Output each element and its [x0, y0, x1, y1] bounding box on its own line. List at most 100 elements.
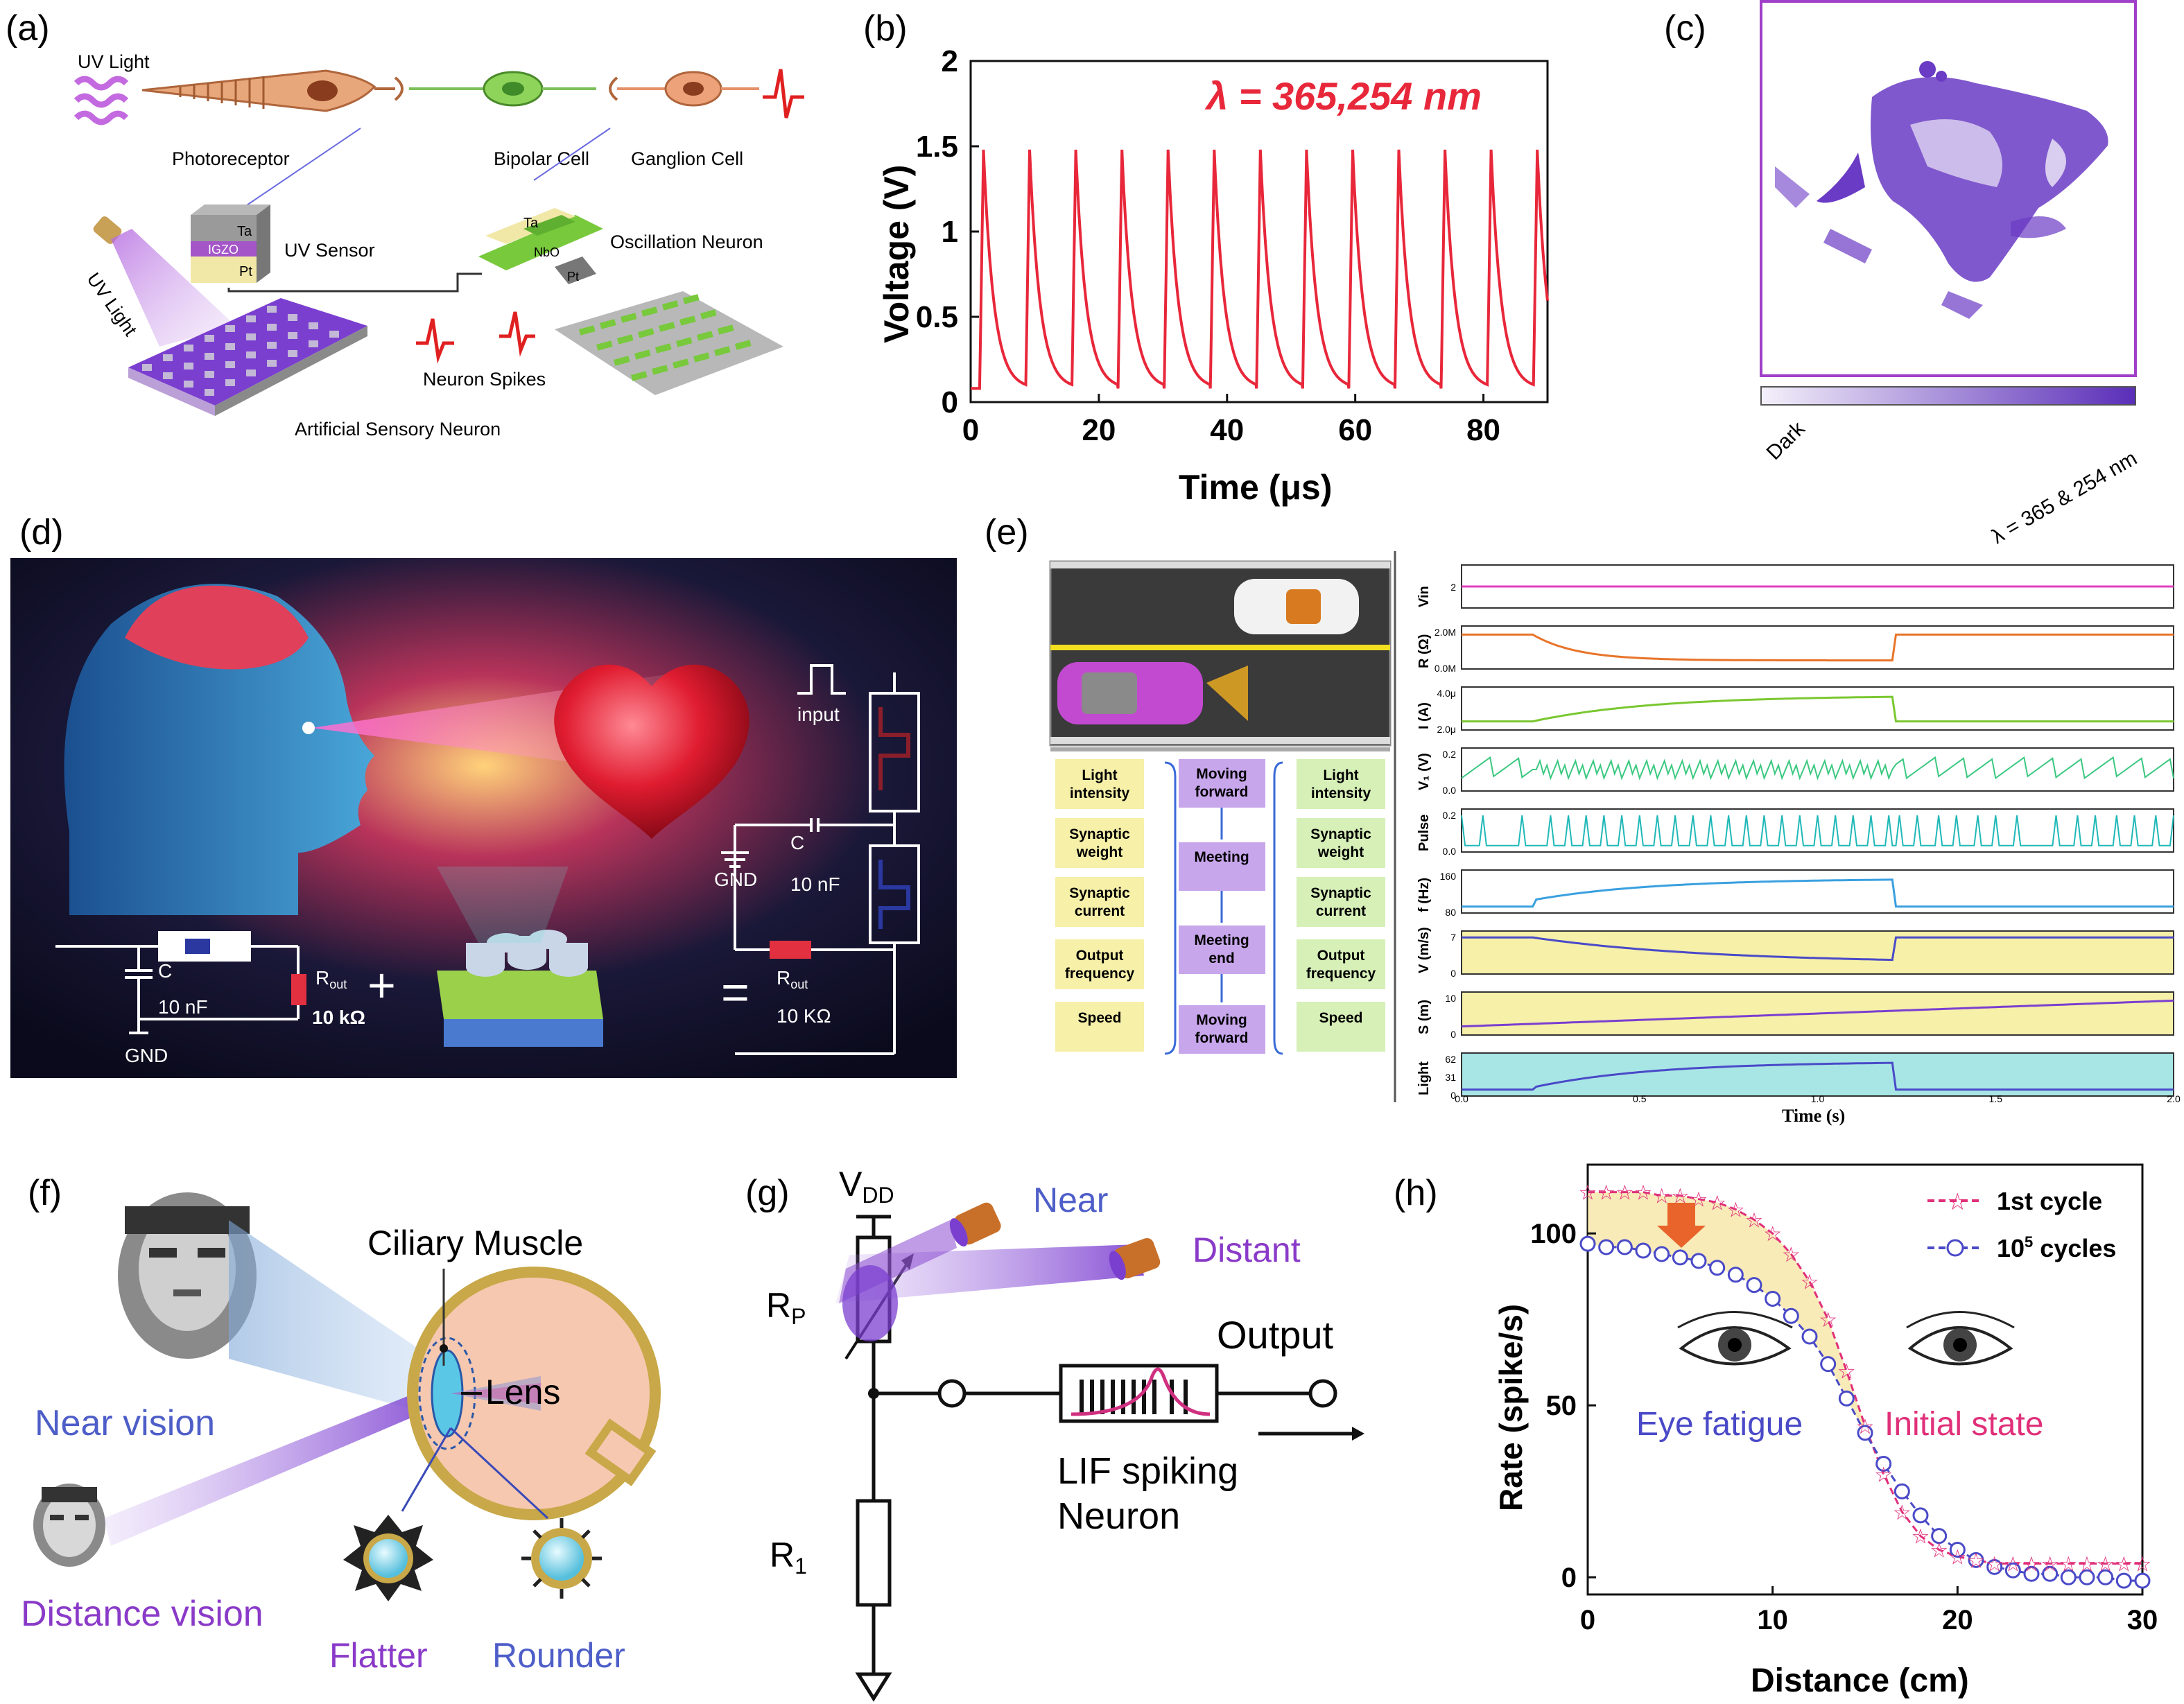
sensor-pixel — [225, 325, 235, 332]
point-10-5-cycles — [2079, 1569, 2095, 1585]
flow-mid-text: Meeting — [1194, 932, 1249, 948]
point-10-5-cycles — [2060, 1569, 2077, 1585]
neuron-array-devices — [579, 294, 752, 381]
point-1st-cycle: ☆ — [1874, 1463, 1893, 1486]
point-10-5-cycles — [1986, 1558, 2003, 1575]
row-trace — [1461, 999, 2174, 1028]
panel-a: (a) UV Light Photoreceptor Bipolar Cell … — [6, 8, 804, 440]
lens-label: Lens — [485, 1373, 560, 1411]
neuron-device — [637, 328, 655, 338]
point-1st-cycle: ☆ — [2059, 1553, 2078, 1576]
flow-right-text: Synaptic — [1310, 826, 1371, 842]
sensor-pixel — [288, 350, 297, 357]
flow-left-text: Speed — [1077, 1010, 1121, 1026]
neuron-device — [679, 315, 696, 326]
flow-brace — [1164, 761, 1177, 1055]
point-1st-cycle: ☆ — [1948, 1546, 1967, 1569]
point-10-5-cycles — [1912, 1507, 1929, 1524]
sensor-pixel — [163, 354, 173, 361]
point-10-5-cycles — [2097, 1569, 2114, 1585]
point-1st-cycle: ☆ — [1597, 1182, 1615, 1205]
normal-eye-icon — [1906, 1311, 2015, 1366]
plus-sign: + — [367, 958, 396, 1012]
point-1st-cycle: ☆ — [2115, 1553, 2133, 1576]
point-10-5-cycles — [1654, 1246, 1670, 1262]
neuron-device — [700, 309, 717, 320]
neuron-device — [579, 325, 596, 336]
point-1st-cycle: ☆ — [2004, 1553, 2022, 1576]
output-node-right — [1308, 1379, 1337, 1408]
point-10-5-cycles — [1579, 1235, 1596, 1252]
near-vision-beam — [229, 1220, 444, 1414]
nanostructure — [466, 930, 588, 977]
material-device — [437, 971, 603, 1019]
row-tick: 7 — [1450, 932, 1456, 943]
eye-fatigue-label: Eye fatigue — [1636, 1406, 1803, 1443]
uv-sensor-label: UV Sensor — [284, 240, 375, 261]
point-1st-cycle: ☆ — [2133, 1553, 2152, 1576]
neuron-spike-icon — [416, 318, 454, 364]
panel-c-tag: (c) — [1664, 8, 1706, 49]
row-tick: 0 — [1450, 1090, 1456, 1101]
row-trace — [1462, 695, 2174, 723]
sensor-pixel — [205, 371, 214, 378]
sensor-pixel — [246, 333, 256, 340]
point-10-5-cycles — [1765, 1290, 1781, 1307]
row-label: Pulse — [1416, 815, 1432, 851]
row-label: V₁ (V) — [1416, 753, 1432, 790]
y-tick-label: 0.5 — [916, 300, 958, 334]
y-tick-label: 50 — [1546, 1391, 1577, 1421]
plot-h-frame — [1586, 1163, 2144, 1596]
legend-10-5-cycles: 105 cycles — [1997, 1233, 2116, 1262]
panel-g-tag: (g) — [745, 1173, 790, 1213]
flow-right-box — [1297, 1002, 1385, 1052]
flow-right-text: Speed — [1319, 1010, 1362, 1026]
panel-d-tag: (d) — [19, 512, 64, 553]
sensor-pixel — [225, 343, 235, 350]
uv-lamp-icon — [93, 216, 122, 244]
vdd-label: VDD — [839, 1165, 894, 1208]
point-1st-cycle: ☆ — [1782, 1244, 1801, 1267]
output-arrow-icon — [1352, 1427, 1364, 1441]
sensor-pixel — [267, 324, 277, 331]
point-1st-cycle: ☆ — [2096, 1553, 2115, 1576]
heart-icon — [554, 664, 749, 839]
row-trace — [1462, 633, 2174, 662]
e-xtick-label: 1.0 — [1811, 1093, 1825, 1104]
lif-bell-curve — [1071, 1367, 1211, 1416]
rout-right-resistor — [770, 941, 811, 959]
distance-face-image — [33, 1484, 105, 1567]
photoreceptor-label: Photoreceptor — [172, 148, 290, 169]
neuron-device — [617, 334, 634, 345]
layer-ta-label: Ta — [237, 224, 252, 239]
sensor-pixel — [309, 322, 318, 329]
input-label: input — [797, 704, 840, 725]
point-10-5-cycles — [1598, 1239, 1615, 1255]
rounder-lens-icon — [521, 1518, 602, 1599]
photoreceptor-nucleus — [307, 80, 338, 101]
neuron-device — [614, 356, 630, 366]
neuron-device — [631, 371, 648, 381]
row-tick: 0.0M — [1435, 663, 1456, 674]
panel-g: (g) VDD — [745, 1165, 1364, 1702]
rout2-value: 10 KΩ — [777, 1005, 831, 1027]
row-trace — [1462, 936, 2174, 962]
sensor-pixel — [205, 389, 214, 396]
point-1st-cycle: ☆ — [1856, 1416, 1875, 1438]
panel-e-tag: (e) — [985, 512, 1029, 553]
flow-mid-box — [1179, 925, 1265, 974]
point-10-5-cycles — [1616, 1239, 1633, 1255]
neuron-device — [621, 313, 637, 323]
e-xtick-label: 2.0 — [2167, 1093, 2181, 1104]
photoreceptor-cell — [141, 69, 376, 112]
uv-light-top-label: UV Light — [78, 51, 150, 72]
uv-light-cone — [111, 229, 236, 347]
sensor-pixel — [205, 335, 214, 342]
rout1-label: Rout — [315, 967, 347, 991]
row-tick: 0.2 — [1443, 810, 1457, 821]
sensor-pixel — [267, 342, 277, 349]
ganglion-spike-icon — [763, 69, 804, 119]
neuron-device — [600, 319, 616, 329]
